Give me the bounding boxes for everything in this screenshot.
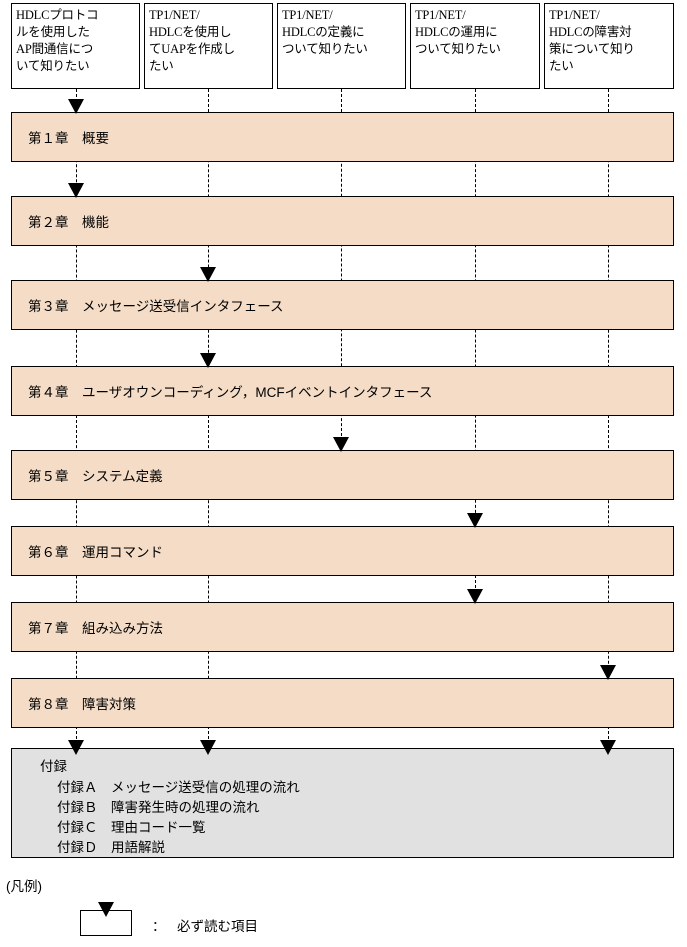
chapter-bar-4: 第４章 ユーザオウンコーディング，MCFイベントインタフェース xyxy=(11,366,674,416)
appendix-item-d: 付録Ｄ 用語解説 xyxy=(57,840,165,855)
chapter-bar-3: 第３章 メッセージ送受信インタフェース xyxy=(11,280,674,330)
chapter-bar-5: 第５章 システム定義 xyxy=(11,450,674,500)
chapter-bar-6: 第６章 運用コマンド xyxy=(11,526,674,576)
connector-line-col1 xyxy=(76,89,77,749)
question-box-3: TP1/NET/ HDLCの定義に ついて知りたい xyxy=(277,3,406,89)
question-box-1: HDLCプロトコ ルを使用した AP間通信につ いて知りたい xyxy=(11,3,140,89)
legend-description: 必ず読む項目 xyxy=(177,919,258,934)
appendix-item-b: 付録Ｂ 障害発生時の処理の流れ xyxy=(57,800,260,815)
connector-line-col3 xyxy=(341,89,342,451)
appendix-title: 付録 xyxy=(40,759,67,774)
arrow-chapter-6-col4 xyxy=(467,513,483,528)
connector-line-col2 xyxy=(208,89,209,749)
chapter-bar-1: 第１章 概要 xyxy=(11,112,674,162)
appendix-box: 付録 付録Ａ メッセージ送受信の処理の流れ 付録Ｂ 障害発生時の処理の流れ 付録… xyxy=(11,748,674,858)
legend-arrow-icon xyxy=(98,902,114,917)
chapter-label-5: 第５章 システム定義 xyxy=(28,469,163,484)
arrow-chapter-3-col2 xyxy=(200,267,216,282)
arrow-appendix-col1 xyxy=(68,740,84,755)
arrow-chapter-7-col4 xyxy=(467,589,483,604)
connector-line-col4 xyxy=(475,89,476,603)
chapter-bar-7: 第７章 組み込み方法 xyxy=(11,602,674,652)
chapter-label-2: 第２章 機能 xyxy=(28,215,109,230)
chapter-label-6: 第６章 運用コマンド xyxy=(28,545,163,560)
legend-sample-box xyxy=(80,910,132,936)
appendix-item-a: 付録Ａ メッセージ送受信の処理の流れ xyxy=(57,780,300,795)
arrow-chapter-5-col3 xyxy=(333,437,349,452)
appendix-item-c: 付録Ｃ 理由コード一覧 xyxy=(57,820,206,835)
chapter-label-8: 第８章 障害対策 xyxy=(28,697,136,712)
chapter-bar-8: 第８章 障害対策 xyxy=(11,678,674,728)
chapter-label-4: 第４章 ユーザオウンコーディング，MCFイベントインタフェース xyxy=(28,385,433,400)
connector-line-col5 xyxy=(608,89,609,749)
arrow-appendix-col2 xyxy=(200,740,216,755)
arrow-appendix-col5 xyxy=(600,740,616,755)
chapter-bar-2: 第２章 機能 xyxy=(11,196,674,246)
chapter-label-3: 第３章 メッセージ送受信インタフェース xyxy=(28,299,284,314)
chapter-label-7: 第７章 組み込み方法 xyxy=(28,621,163,636)
legend-separator: ： xyxy=(152,919,166,934)
arrow-chapter-1-col1 xyxy=(68,99,84,114)
chapter-label-1: 第１章 概要 xyxy=(28,131,109,146)
question-box-5: TP1/NET/ HDLCの障害対 策について知り たい xyxy=(544,3,674,89)
arrow-chapter-2-col1 xyxy=(68,183,84,198)
question-box-2: TP1/NET/ HDLCを使用し てUAPを作成し たい xyxy=(144,3,273,89)
legend-title: (凡例) xyxy=(6,879,42,894)
arrow-chapter-8-col5 xyxy=(600,665,616,680)
question-box-4: TP1/NET/ HDLCの運用に ついて知りたい xyxy=(410,3,540,89)
arrow-chapter-4-col2 xyxy=(200,353,216,368)
